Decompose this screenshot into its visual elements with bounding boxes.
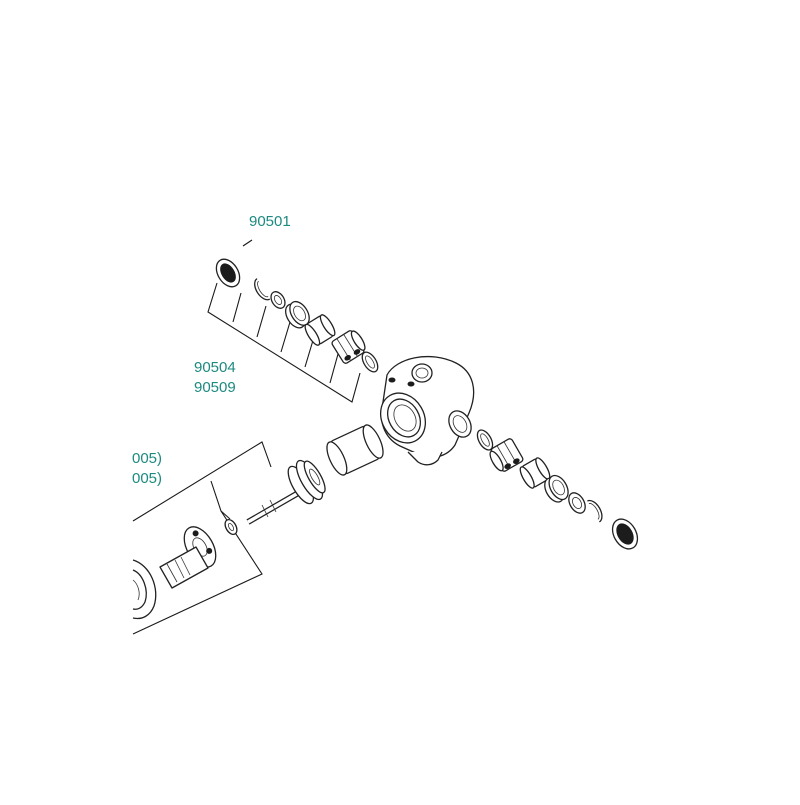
flywheel-partial [132,559,157,620]
label-part-left-1: 005) [132,450,163,467]
bearing-top [284,300,310,329]
bracket-90504-90509 [207,282,361,403]
bracket-left [132,441,272,635]
label-part-90501: 90501 [249,213,291,230]
o-ring-right [476,429,494,451]
label-part-90509: 90509 [194,379,236,396]
bushing-sleeve [326,424,384,476]
circlip-right [587,499,603,523]
seal-ring-right [611,518,639,550]
seal-ring-top [215,258,241,288]
o-ring-top [361,351,379,373]
sleeve-top [304,314,336,346]
bearing-right [544,474,569,503]
sleeve-right [519,457,551,489]
crankshaft [246,459,326,525]
drive-hub [159,526,217,589]
leader-90501 [242,239,253,247]
circlip-top [254,278,271,301]
washer-top [270,291,286,309]
label-part-90504: 90504 [194,359,236,376]
shaft-washer [224,518,238,536]
crankcase-housing [379,355,475,466]
label-part-left-2: 005) [132,470,163,487]
collet-top [331,330,366,364]
collet-right [489,438,524,472]
washer-right [568,492,586,514]
